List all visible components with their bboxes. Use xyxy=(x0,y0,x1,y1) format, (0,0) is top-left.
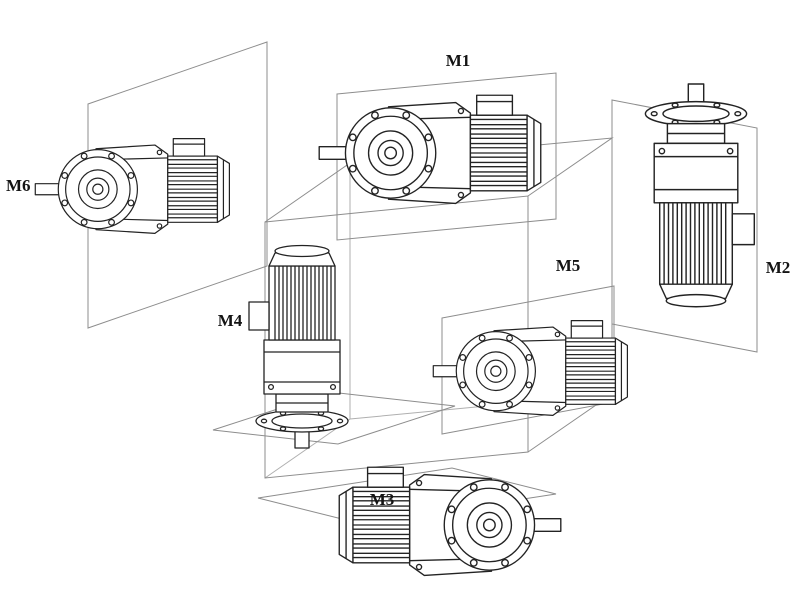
gearmotor-m6 xyxy=(34,138,230,234)
label-m2: M2 xyxy=(766,258,791,277)
gearmotor-m5 xyxy=(432,320,628,416)
label-m1: M1 xyxy=(446,51,471,70)
gearmotor-m1 xyxy=(318,94,542,205)
label-m6: M6 xyxy=(6,176,31,195)
label-m5: M5 xyxy=(556,256,581,275)
label-m3: M3 xyxy=(370,490,395,509)
gearmotor-m2 xyxy=(644,83,756,308)
label-m4: M4 xyxy=(218,311,243,330)
mounting-plane-m6 xyxy=(87,41,268,329)
gearmotor-m3 xyxy=(338,466,562,577)
gearmotor-m4 xyxy=(248,244,349,449)
mounting-plane-m1 xyxy=(336,72,557,241)
